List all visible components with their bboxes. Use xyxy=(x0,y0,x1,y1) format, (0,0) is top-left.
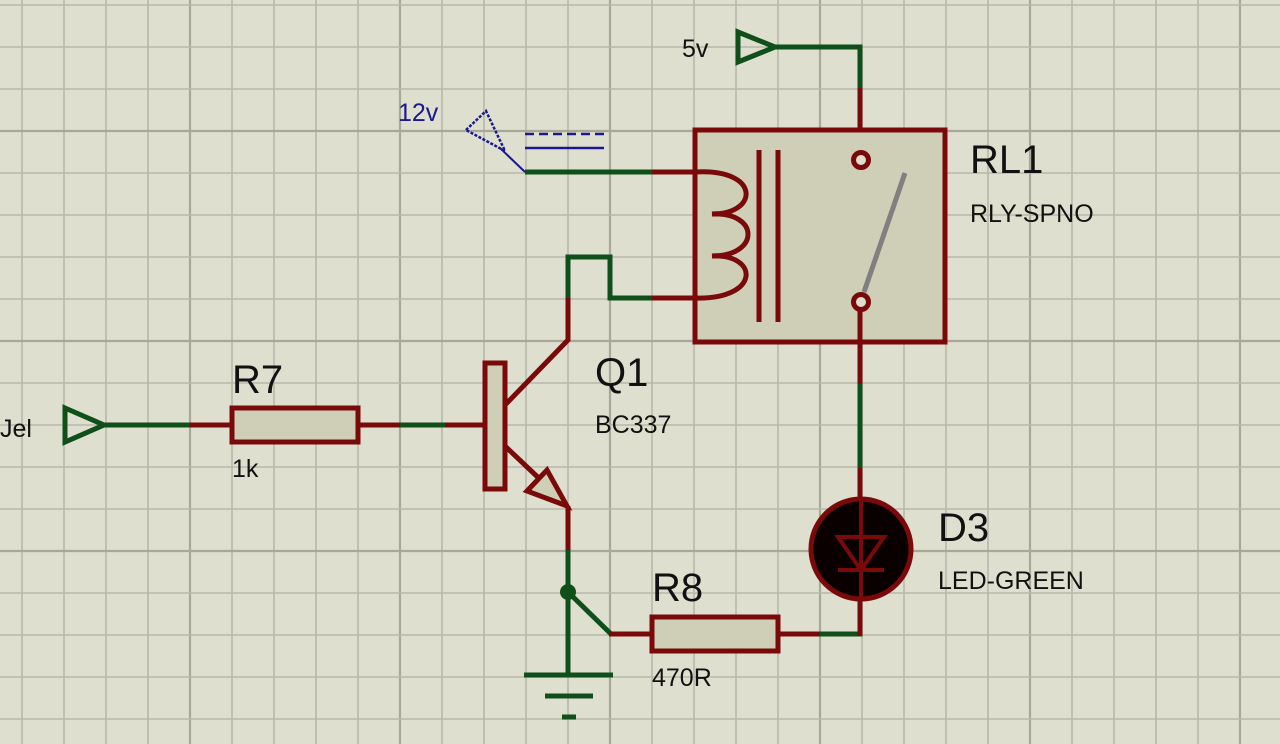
relay-switch-arm xyxy=(861,172,908,293)
relay-coil-icon xyxy=(694,169,751,301)
terminal-5v-label: 5v xyxy=(682,35,709,63)
resistor-r8[interactable]: R8 470R xyxy=(609,566,822,692)
terminal-jel-label: Jel xyxy=(0,415,32,443)
diode-icon xyxy=(834,535,888,574)
led-ref-label: D3 xyxy=(938,506,989,550)
transistor-ref-label: Q1 xyxy=(595,351,648,395)
collector-lead xyxy=(504,298,571,406)
wire-5v-to-relay[interactable] xyxy=(775,44,863,90)
terminal-jel[interactable]: Jel xyxy=(0,404,111,446)
r8-ref-label: R8 xyxy=(652,566,703,610)
transistor-value-label: BC337 xyxy=(595,411,671,439)
relay-body xyxy=(692,127,948,345)
terminal-12v-stem xyxy=(499,147,526,173)
relay-value-label: RLY-SPNO xyxy=(970,200,1094,228)
relay-ref-label: RL1 xyxy=(970,138,1043,182)
r7-body xyxy=(229,405,361,445)
ground-symbol[interactable] xyxy=(524,672,613,720)
relay-contact-top xyxy=(851,150,871,170)
r8-body xyxy=(649,614,781,654)
power-terminal-12v-icon xyxy=(463,108,508,154)
emitter-arrow-icon xyxy=(522,465,573,511)
r7-ref-label: R7 xyxy=(232,358,283,402)
r8-value-label: 470R xyxy=(652,664,712,692)
input-terminal-icon xyxy=(62,404,111,446)
terminal-12v-label: 12v xyxy=(398,99,439,127)
relay-rl1[interactable]: RL1 RLY-SPNO xyxy=(692,127,1094,345)
resistor-r7[interactable]: R7 1k xyxy=(190,358,402,483)
power-terminal-5v-icon xyxy=(735,28,782,66)
transistor-base-bar xyxy=(482,360,508,492)
led-value-label: LED-GREEN xyxy=(938,567,1084,595)
transistor-q1[interactable]: Q1 BC337 xyxy=(443,298,671,552)
terminal-12v[interactable]: 12v xyxy=(398,99,604,173)
terminal-5v[interactable]: 5v xyxy=(682,28,782,66)
relay-contact-bottom xyxy=(851,292,871,312)
wire-coil-to-collector[interactable] xyxy=(565,254,652,301)
wire-junction-to-r8[interactable] xyxy=(566,590,613,636)
led-d3[interactable]: D3 LED-GREEN xyxy=(808,468,1084,636)
r7-value-label: 1k xyxy=(232,455,259,483)
